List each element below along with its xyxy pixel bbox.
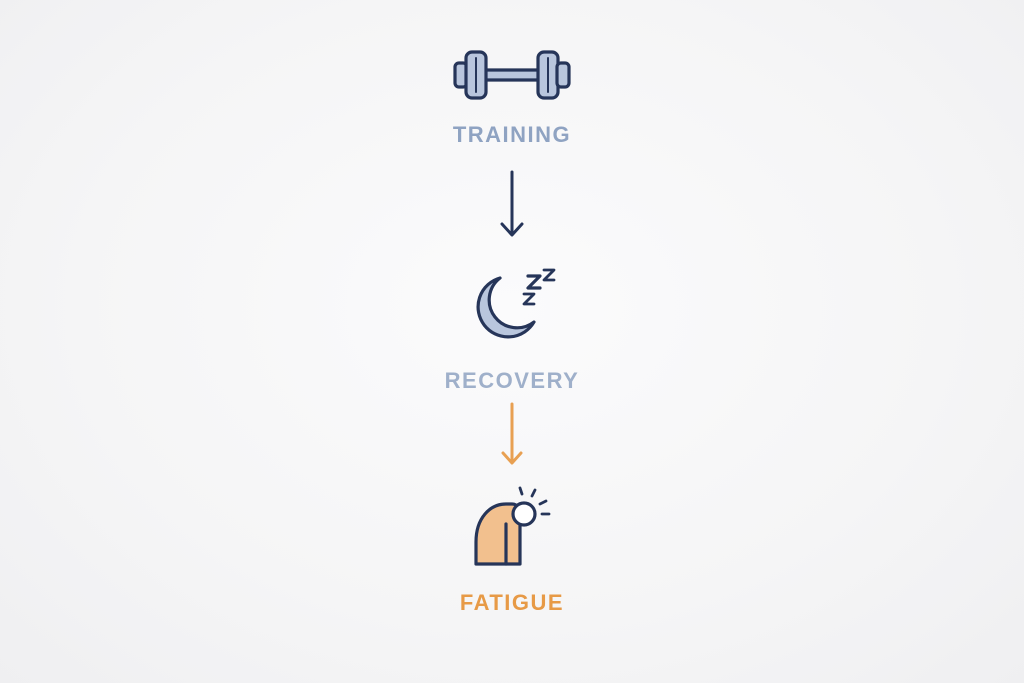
- arrow-training-to-recovery: [497, 170, 527, 240]
- node-recovery: RECOVERY: [0, 266, 1024, 394]
- label-training: TRAINING: [452, 122, 572, 147]
- label-fatigue: FATIGUE: [459, 590, 565, 615]
- moon-sleep-icon: [462, 266, 562, 346]
- label-recovery: RECOVERY: [444, 368, 580, 393]
- node-fatigue: FATIGUE: [0, 484, 1024, 616]
- node-training: TRAINING: [0, 46, 1024, 148]
- arrow-recovery-to-fatigue: [497, 402, 527, 468]
- dumbbell-icon: [447, 46, 577, 106]
- fatigued-person-icon: [462, 484, 562, 574]
